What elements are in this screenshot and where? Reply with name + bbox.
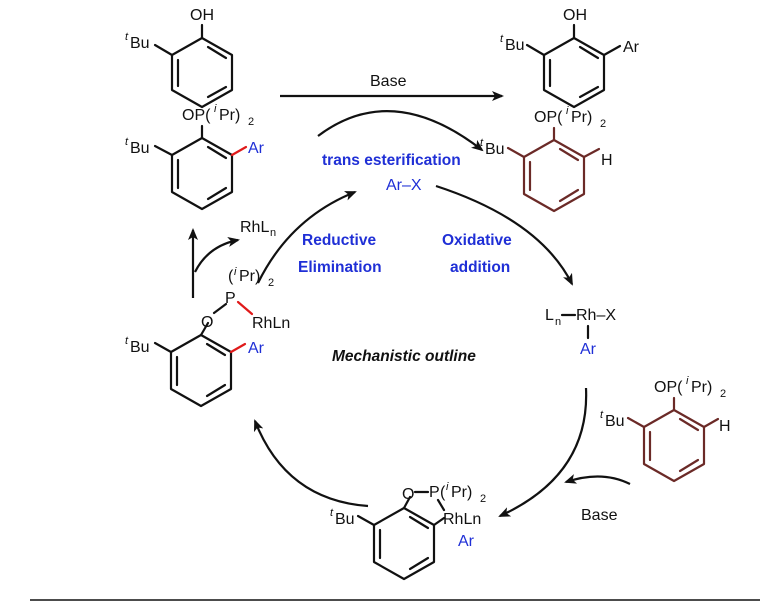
rh-aryl-halide-complex: L n Rh–X Ar bbox=[545, 307, 616, 358]
tbu-bu-6: Bu bbox=[605, 413, 625, 430]
o-label-bottom: O bbox=[402, 486, 414, 503]
reductive-label: Reductive bbox=[302, 232, 376, 249]
ar-label-bottom: Ar bbox=[458, 533, 475, 550]
rhl-sub-n: n bbox=[270, 227, 276, 239]
sub-2-2: 2 bbox=[600, 118, 606, 130]
tbu-t-6: t bbox=[600, 409, 604, 421]
op-prefix-1: OP( bbox=[182, 107, 211, 124]
tbu-t-2: t bbox=[500, 33, 504, 45]
pr-suffix-2: Pr) bbox=[571, 109, 592, 126]
tbu-bu-1: Bu bbox=[130, 35, 150, 52]
tbu-t-4: t bbox=[480, 137, 484, 149]
pr-suffix-3: Pr) bbox=[239, 268, 260, 285]
sub-2-3: 2 bbox=[268, 277, 274, 289]
pr-suffix-4: Pr) bbox=[691, 379, 712, 396]
tbu-bu-3: Bu bbox=[130, 140, 150, 157]
rhln-label-bottom: RhLn bbox=[443, 511, 481, 528]
paren-left: ( bbox=[228, 268, 234, 285]
sub-2-5: 2 bbox=[480, 493, 486, 505]
elimination-label: Elimination bbox=[298, 259, 382, 276]
tbu-bu-7: Bu bbox=[335, 511, 355, 528]
cycle-arrow-bottom-left bbox=[253, 419, 369, 508]
op-prefix-3: OP( bbox=[654, 379, 683, 396]
brown-phosphinite-bottom: OP( i Pr) 2 t Bu H bbox=[600, 375, 731, 483]
i-sup-4: i bbox=[686, 375, 689, 387]
i-sup-3: i bbox=[234, 266, 237, 278]
arx-label: Ar–X bbox=[386, 177, 422, 194]
ar-label-rh: Ar bbox=[580, 341, 597, 358]
o-label-left: O bbox=[201, 314, 213, 331]
brown-phosphinite-top: OP( i Pr) 2 t Bu H bbox=[480, 105, 613, 213]
base-label-bottom: Base bbox=[581, 507, 618, 524]
aryl-phosphinite-product: OP( i Pr) 2 t Bu Ar bbox=[125, 103, 265, 211]
rh-intermediate-left: O P ( i Pr) 2 RhLn t Bu Ar bbox=[125, 266, 290, 408]
op-prefix-2: OP( bbox=[534, 109, 563, 126]
oxidative-addition-arrow bbox=[435, 184, 573, 286]
rh-x-label: Rh–X bbox=[576, 307, 616, 324]
product-phenol: OH t Bu Ar bbox=[500, 7, 640, 109]
reductive-elimination-arrow bbox=[257, 190, 357, 284]
rhln-label-left: RhLn bbox=[252, 315, 290, 332]
ar-label-product: Ar bbox=[623, 39, 640, 56]
trans-esterification-label: trans esterification bbox=[322, 152, 461, 169]
ar-label-left: Ar bbox=[248, 140, 265, 157]
oh-label-1: OH bbox=[190, 7, 214, 24]
base-arrow-bottom bbox=[564, 474, 631, 485]
rhln-release-arrow bbox=[194, 237, 240, 273]
tbu-t-1: t bbox=[125, 31, 129, 43]
paren-bottom: ( bbox=[440, 484, 446, 501]
l-label: L bbox=[545, 307, 554, 324]
pr-suffix-5: Pr) bbox=[451, 484, 472, 501]
pr-suffix-1: Pr) bbox=[219, 107, 240, 124]
sub-2-1: 2 bbox=[248, 116, 254, 128]
p-label-left: P bbox=[225, 290, 236, 307]
tbu-t-3: t bbox=[125, 136, 129, 148]
cycle-arrow-bottom-right bbox=[498, 387, 588, 518]
tbu-t-5: t bbox=[125, 335, 129, 347]
tbu-bu-2: Bu bbox=[505, 37, 525, 54]
h-label-2: H bbox=[719, 418, 731, 435]
trans-esterification-arrow bbox=[317, 110, 484, 152]
tbu-bu-5: Bu bbox=[130, 339, 150, 356]
sub-2-4: 2 bbox=[720, 388, 726, 400]
i-sup-5: i bbox=[446, 481, 449, 493]
i-sup-2: i bbox=[566, 105, 569, 117]
p-letter-bottom: P bbox=[429, 484, 440, 501]
ar-label-left-rh: Ar bbox=[248, 340, 265, 357]
oh-label-2: OH bbox=[563, 7, 587, 24]
phenol-molecule: OH t Bu bbox=[125, 7, 234, 109]
rhl-label: RhL bbox=[240, 219, 269, 236]
tbu-bu-4: Bu bbox=[485, 141, 505, 158]
addition-label: addition bbox=[450, 259, 510, 276]
base-label-top: Base bbox=[370, 73, 407, 90]
oxidative-label: Oxidative bbox=[442, 232, 512, 249]
h-label-1: H bbox=[601, 152, 613, 169]
tbu-t-7: t bbox=[330, 507, 334, 519]
l-sub-n: n bbox=[555, 316, 561, 328]
mechanistic-outline-label: Mechanistic outline bbox=[332, 348, 476, 365]
rhodacycle-bottom: O P ( i Pr) 2 RhLn Ar t Bu bbox=[330, 481, 486, 581]
i-sup-1: i bbox=[214, 103, 217, 115]
